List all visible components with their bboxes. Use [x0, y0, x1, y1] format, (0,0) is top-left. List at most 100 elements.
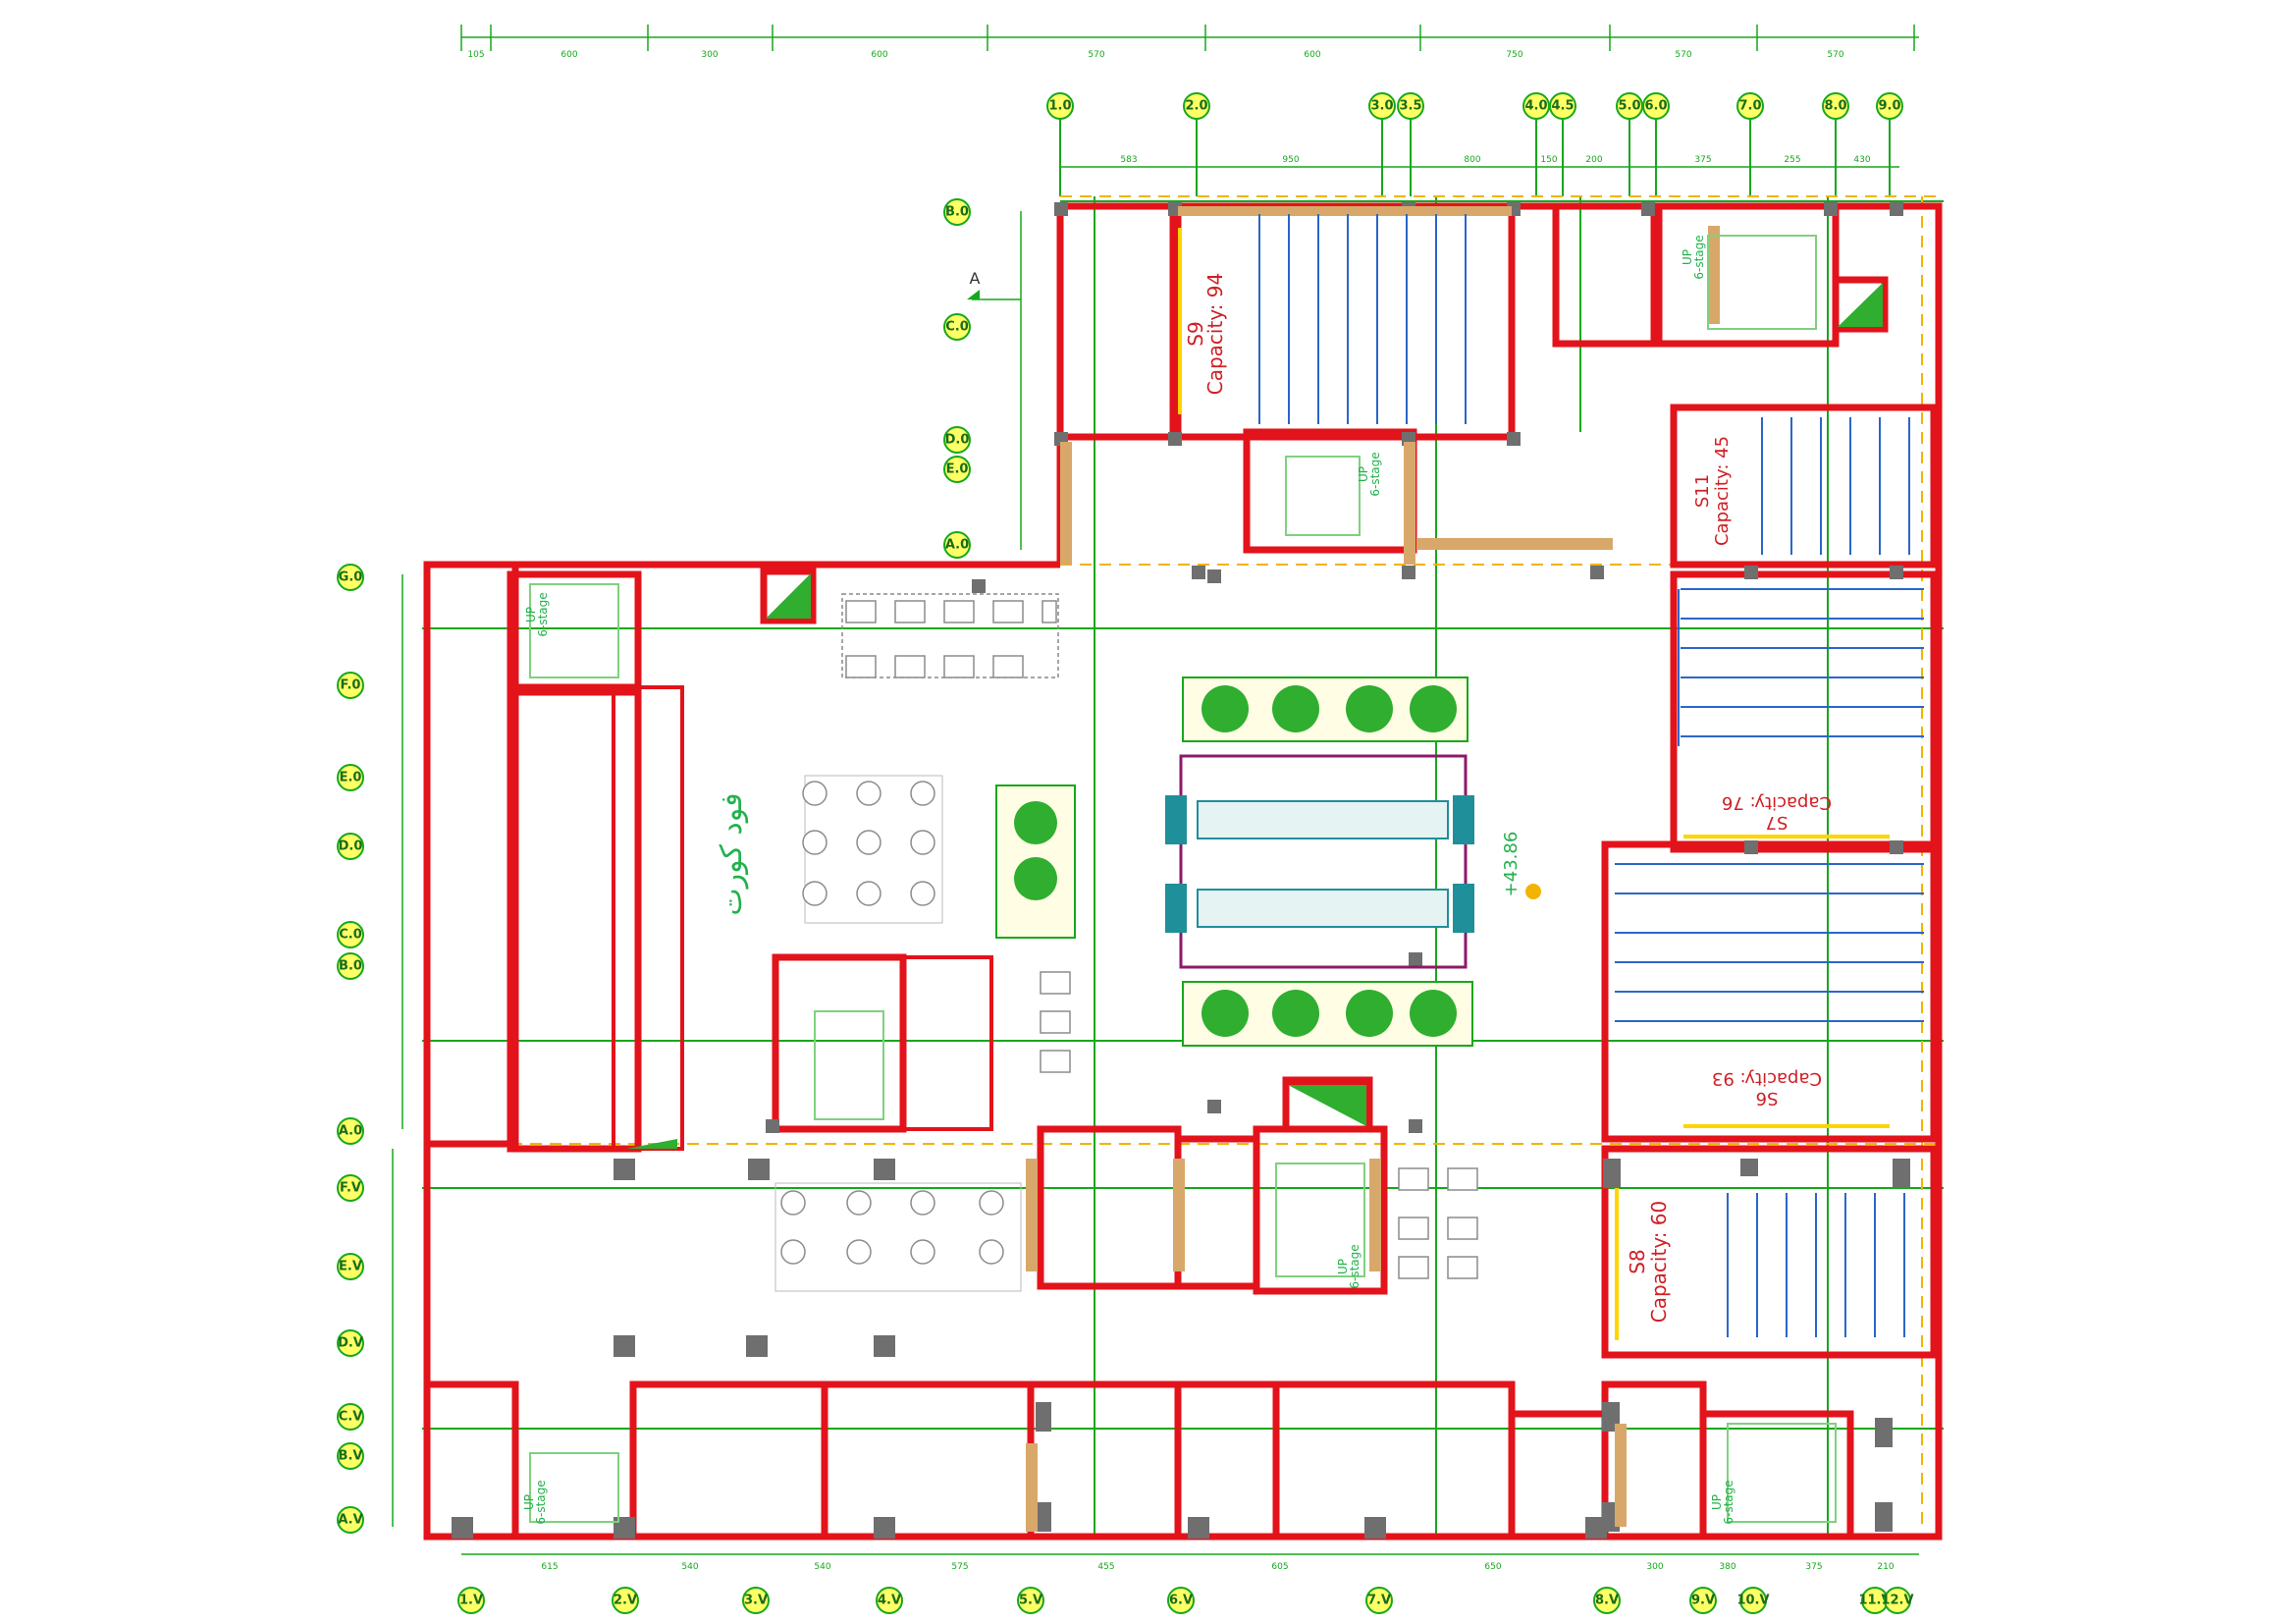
svg-text:1.V: 1.V	[459, 1594, 483, 1608]
stair-stage-label: 6-stage	[1722, 1480, 1735, 1524]
inner-dim-1: 583	[1120, 155, 1137, 165]
bottom-dim-5: 455	[1097, 1562, 1114, 1572]
interior-walls	[423, 202, 1938, 1541]
s11-capacity: Capacity: 45	[1712, 436, 1733, 546]
bottom-grid-bubbles: 1.V 2.V 3.V 4.V 5.V 6.V 7.V 8.V 9.V 10.V…	[457, 1553, 1919, 1614]
grid-bubble: C.0	[337, 921, 364, 948]
grid-bubble: 2.V	[612, 1587, 639, 1614]
stair-stage-label: 6-stage	[1692, 235, 1706, 279]
escalators	[1165, 754, 1474, 969]
stair-up-label: UP	[522, 1494, 536, 1510]
food-court-tables	[774, 593, 1478, 1292]
stair-stage-label: 6-stage	[534, 1480, 548, 1524]
grid-bubble: 5.0	[1616, 92, 1643, 196]
grid-bubble: 12.V	[1881, 1587, 1914, 1614]
grid-bubble: B.0	[337, 952, 364, 980]
stair-up-label: UP	[524, 607, 538, 622]
grid-bubble: 10.V	[1736, 1587, 1770, 1614]
section-marker-label: A	[970, 269, 981, 288]
grid-bubble: 6.V	[1167, 1587, 1195, 1614]
structural-grid	[422, 196, 1944, 1537]
svg-text:8.0: 8.0	[1824, 99, 1846, 114]
stair-stage-label: 6-stage	[536, 592, 550, 636]
level-symbol-icon	[1525, 884, 1541, 899]
svg-text:9.0: 9.0	[1878, 99, 1900, 114]
s11-seating	[1761, 417, 1910, 555]
grid-bubble: D.V	[337, 1329, 364, 1357]
s7-seating	[1678, 588, 1924, 746]
svg-text:1.0: 1.0	[1048, 99, 1071, 114]
inner-dim-7: 255	[1784, 155, 1800, 165]
svg-text:12.V: 12.V	[1881, 1594, 1913, 1608]
s9-capacity: Capacity: 94	[1203, 273, 1227, 396]
svg-text:7.0: 7.0	[1738, 99, 1761, 114]
stair-up-label: UP	[1710, 1494, 1724, 1510]
grid-bubble: A.V	[337, 1506, 364, 1534]
svg-text:C.0: C.0	[945, 320, 969, 335]
inner-dim-4: 150	[1540, 155, 1557, 165]
s8-capacity: Capacity: 60	[1647, 1201, 1671, 1324]
grid-bubble: C.0	[943, 313, 971, 341]
stair-cores	[529, 235, 1837, 1523]
svg-text:A.V: A.V	[338, 1513, 362, 1528]
inner-dim-8: 430	[1853, 155, 1870, 165]
svg-text:2.V: 2.V	[614, 1594, 637, 1608]
grid-bubble: 7.0	[1736, 92, 1764, 196]
svg-text:6.0: 6.0	[1644, 99, 1667, 114]
grid-bubble: 1.0	[1046, 92, 1074, 196]
svg-text:B.V: B.V	[339, 1449, 363, 1464]
stair-stage-label: 6-stage	[1368, 452, 1382, 496]
grid-bubble: 7.V	[1365, 1587, 1393, 1614]
svg-text:3.V: 3.V	[744, 1594, 768, 1608]
s8-seating	[1615, 1188, 1905, 1340]
top-dimension-chain: 105 600 300 600 570 600 750 570 570	[460, 25, 1919, 60]
svg-text:3.5: 3.5	[1399, 99, 1421, 114]
s7-capacity: Capacity: 76	[1722, 792, 1832, 813]
svg-text:4.V: 4.V	[878, 1594, 901, 1608]
left-grid-bubbles: B.0 C.0 D.0 E.0 A.0 G.0 F.0 E.0 D.0 C.0 …	[337, 198, 1022, 1534]
grid-bubble: F.V	[337, 1174, 364, 1202]
bottom-dim-8: 300	[1646, 1562, 1663, 1572]
inner-dim-5: 200	[1585, 155, 1602, 165]
bottom-dimension-chain: 615 540 540 575 455 605 650 300 380 375 …	[541, 1562, 1894, 1572]
bottom-dim-9: 380	[1719, 1562, 1735, 1572]
svg-text:A.0: A.0	[945, 538, 969, 553]
s6-name: S6	[1756, 1088, 1779, 1109]
wood-accents	[1026, 206, 1720, 1532]
svg-text:9.V: 9.V	[1691, 1594, 1715, 1608]
svg-text:4.5: 4.5	[1551, 99, 1574, 114]
top-dim-6: 600	[1304, 50, 1320, 60]
bottom-dim-7: 650	[1484, 1562, 1501, 1572]
grid-bubble: 4.0	[1522, 92, 1550, 196]
inner-dim-6: 375	[1694, 155, 1711, 165]
svg-text:2.0: 2.0	[1185, 99, 1207, 114]
top-grid-bubbles: 1.0 2.0 3.0 3.5 4.0 4.5 5.0 6.0 7.0 8.0 …	[1046, 92, 1903, 196]
bottom-dim-10: 375	[1805, 1562, 1822, 1572]
s6-capacity: Capacity: 93	[1712, 1068, 1822, 1089]
s7-name: S7	[1766, 812, 1789, 833]
grid-bubble: 9.0	[1876, 92, 1903, 196]
grid-bubble: B.0	[943, 198, 971, 226]
planters	[995, 676, 1473, 1047]
top-dim-9: 570	[1827, 50, 1843, 60]
s11-name: S11	[1692, 474, 1713, 508]
bottom-dim-6: 605	[1271, 1562, 1288, 1572]
svg-text:G.0: G.0	[339, 570, 363, 585]
grid-bubble: 2.0	[1183, 92, 1210, 196]
top-dim-5: 570	[1088, 50, 1104, 60]
bottom-dim-1: 615	[541, 1562, 558, 1572]
svg-text:D.V: D.V	[338, 1336, 363, 1351]
grid-bubble: D.0	[337, 833, 364, 860]
grid-bubble: C.V	[337, 1403, 364, 1431]
grid-bubble: F.0	[337, 672, 364, 699]
top-dim-2: 600	[561, 50, 577, 60]
grid-bubble: D.0	[943, 426, 971, 454]
svg-text:10.V: 10.V	[1736, 1594, 1769, 1608]
svg-text:B.0: B.0	[945, 205, 969, 220]
stair-up-label: UP	[1336, 1259, 1350, 1274]
svg-text:E.V: E.V	[339, 1260, 362, 1274]
grid-bubble: A.0	[337, 1117, 364, 1145]
svg-text:3.0: 3.0	[1370, 99, 1393, 114]
svg-text:C.V: C.V	[339, 1410, 363, 1425]
